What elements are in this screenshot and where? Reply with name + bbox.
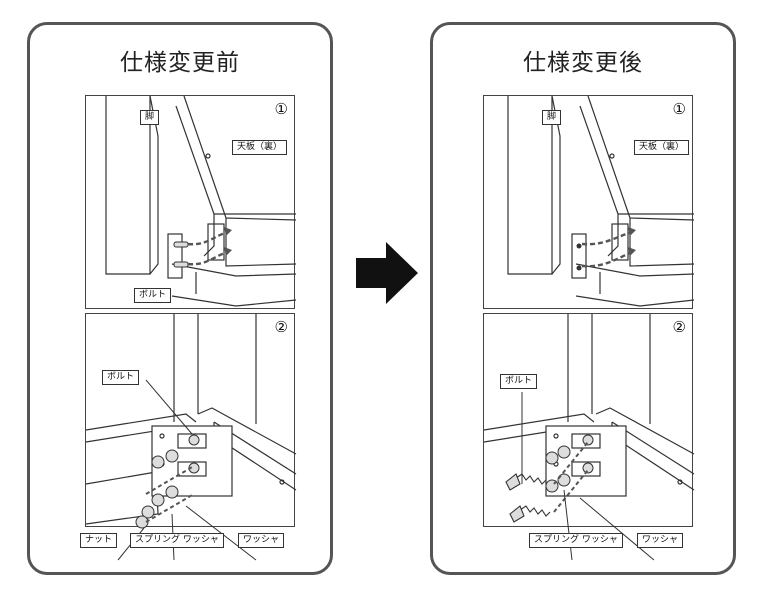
leg-label: 脚 — [542, 110, 562, 125]
panel-title: 仕様変更前 — [120, 50, 240, 76]
step-number: ② — [672, 318, 686, 336]
leg-label: 脚 — [140, 110, 160, 125]
washer-label: ワッシャ — [238, 533, 285, 548]
before-panel: 仕様変更前 — [27, 22, 333, 575]
right-arrow-icon — [356, 242, 418, 304]
step-number: ① — [672, 100, 686, 118]
figure-2: ② ボルト — [85, 313, 297, 561]
spring-washer-label: スプリング ワッシャ — [529, 533, 623, 548]
nut-label: ナット — [80, 533, 118, 548]
leg-tabletop-illustration — [105, 95, 297, 307]
spring-washer-label: スプリング ワッシャ — [130, 533, 224, 548]
figure-2: ② ボルト — [483, 313, 695, 561]
step-number: ② — [274, 318, 288, 336]
bolt-label: ボルト — [102, 370, 140, 385]
figure-1: ① 脚 天板（裏） ボルト — [85, 95, 297, 309]
figure-1: ① 脚 天板（裏） — [483, 95, 695, 309]
panel-title: 仕様変更後 — [523, 50, 643, 76]
after-panel: 仕様変更後 — [430, 22, 736, 575]
bolt-label: ボルト — [134, 288, 172, 303]
tabletop-label: 天板（裏） — [232, 140, 288, 155]
bolt-label: ボルト — [500, 374, 538, 389]
washer-label: ワッシャ — [637, 533, 684, 548]
step-number: ① — [274, 100, 288, 118]
leg-tabletop-illustration — [507, 95, 695, 307]
bracket-assembly-illustration — [85, 314, 297, 561]
tabletop-label: 天板（裏） — [634, 140, 690, 155]
bracket-assembly-illustration — [483, 314, 695, 561]
